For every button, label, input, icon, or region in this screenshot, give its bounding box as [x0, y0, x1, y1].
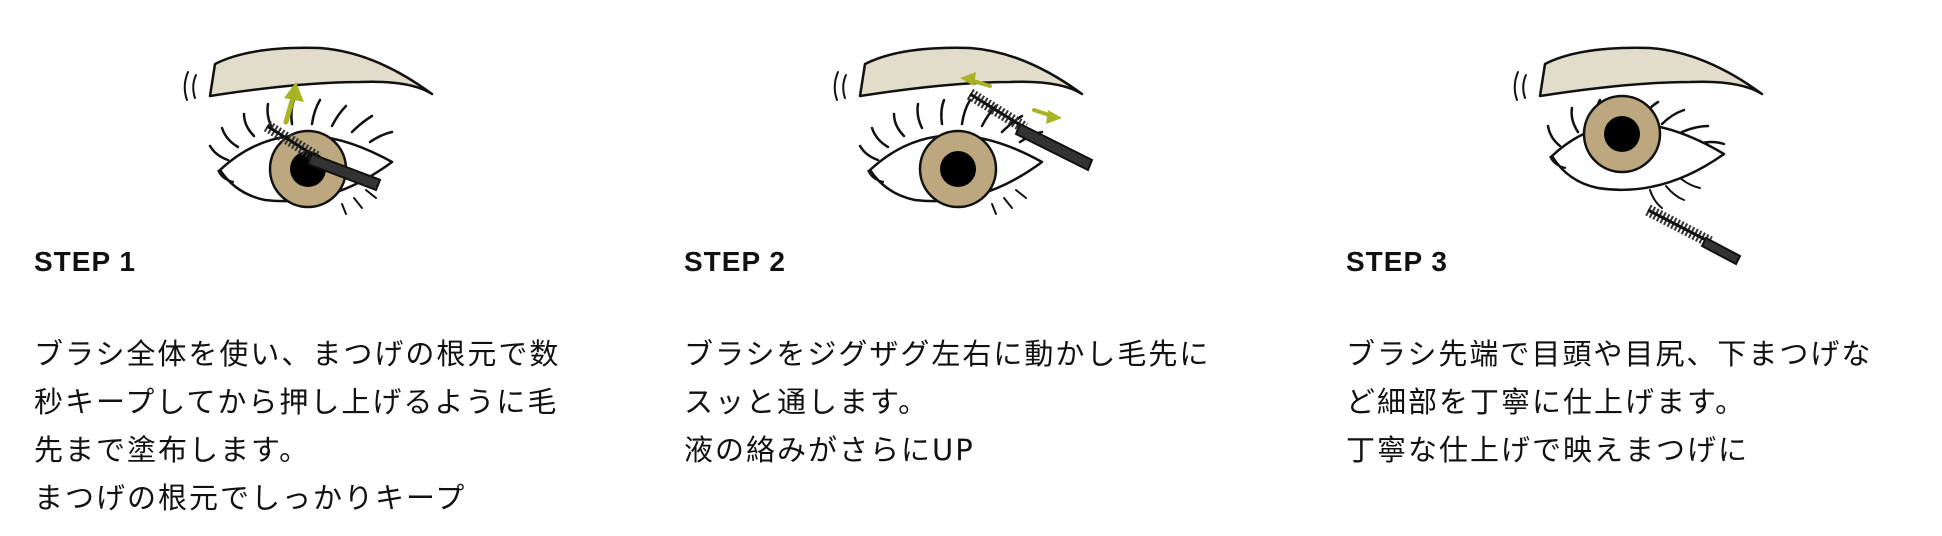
step-2-illustration: [820, 20, 1120, 220]
step-3-line-1: ブラシ先端で目頭や目尻、下まつげな: [1346, 330, 1872, 378]
up-arrow-icon: [284, 82, 304, 122]
eyebrow-shape: [210, 48, 432, 96]
pupil-shape: [1604, 116, 1640, 152]
step-1-description: ブラシ全体を使い、まつげの根元で数 秒キープしてから押し上げるように毛 先まで塗…: [34, 330, 560, 522]
step-2-description: ブラシをジグザグ左右に動かし毛先に スッと通します。 液の絡みがさらにUP: [684, 330, 1210, 474]
step-2-panel: STEP 2 ブラシをジグザグ左右に動かし毛先に スッと通します。 液の絡みがさ…: [650, 0, 1300, 536]
step-2-line-1: ブラシをジグザグ左右に動かし毛先に: [684, 330, 1210, 378]
step-1-illustration: [170, 20, 470, 220]
step-1-line-2: 秒キープしてから押し上げるように毛: [34, 378, 560, 426]
eyebrow-shape: [860, 48, 1082, 96]
step-1-line-4: まつげの根元でしっかりキープ: [34, 474, 560, 522]
mascara-brush-icon: [1648, 210, 1740, 264]
right-arrow-icon: [1034, 110, 1062, 124]
step-2-line-2: スッと通します。: [684, 378, 1210, 426]
step-1-line-3: 先まで塗布します。: [34, 426, 560, 474]
step-2-line-3: 液の絡みがさらにUP: [684, 426, 1210, 474]
step-3-description: ブラシ先端で目頭や目尻、下まつげな ど細部を丁寧に仕上げます。 丁寧な仕上げで映…: [1346, 330, 1872, 474]
step-1-panel: STEP 1 ブラシ全体を使い、まつげの根元で数 秒キープしてから押し上げるよう…: [0, 0, 640, 536]
step-2-title: STEP 2: [684, 246, 786, 278]
step-3-line-2: ど細部を丁寧に仕上げます。: [1346, 378, 1872, 426]
step-3-line-3: 丁寧な仕上げで映えまつげに: [1346, 426, 1872, 474]
pupil-shape: [940, 151, 976, 187]
step-3-title: STEP 3: [1346, 246, 1448, 278]
step-3-panel: STEP 3 ブラシ先端で目頭や目尻、下まつげな ど細部を丁寧に仕上げます。 丁…: [1310, 0, 1942, 536]
eyebrow-shape: [1540, 48, 1762, 96]
step-1-title: STEP 1: [34, 246, 136, 278]
step-1-line-1: ブラシ全体を使い、まつげの根元で数: [34, 330, 560, 378]
step-3-illustration: [1500, 20, 1800, 260]
